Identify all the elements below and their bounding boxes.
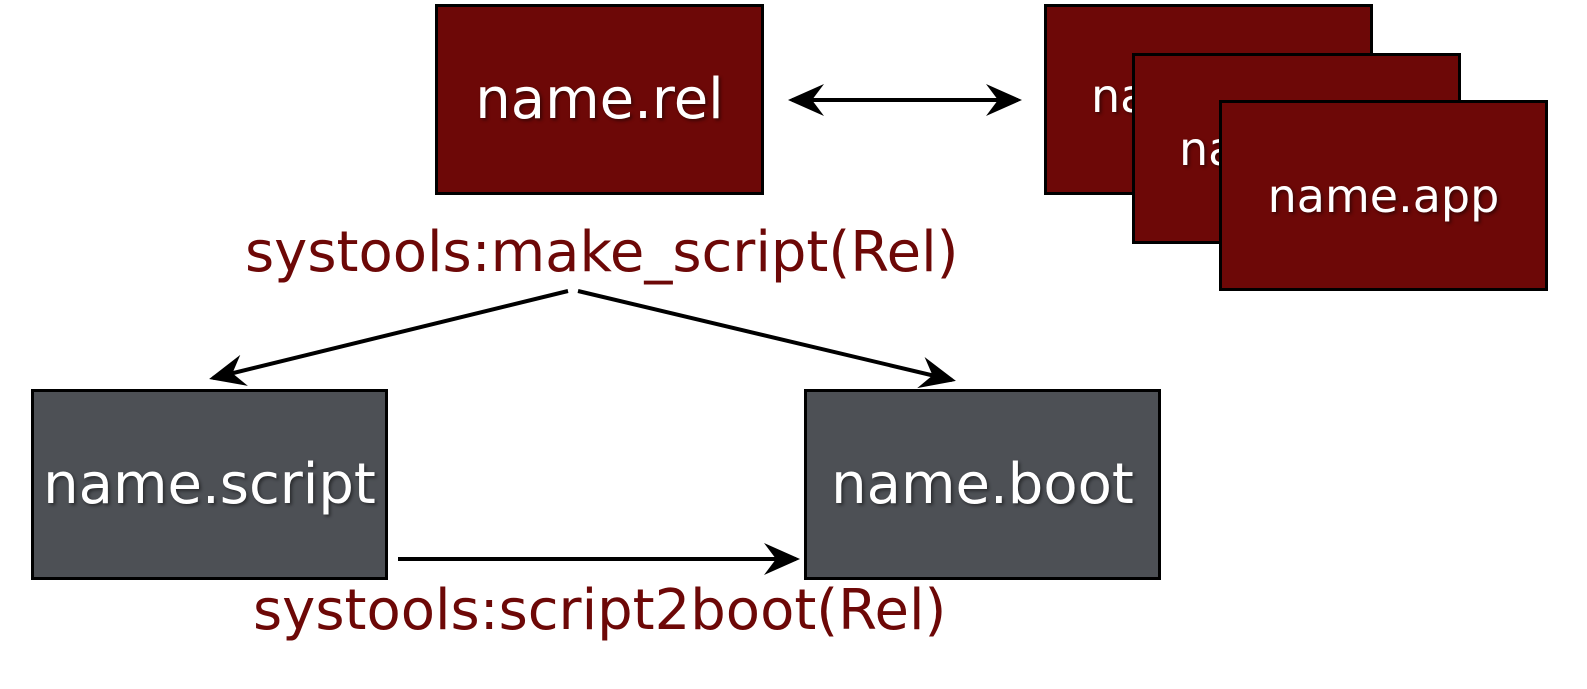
app-file-label-3: name.app xyxy=(1267,168,1500,223)
boot-file-box: name.boot xyxy=(804,389,1161,580)
boot-file-label: name.boot xyxy=(831,452,1134,517)
script-file-label: name.script xyxy=(43,452,376,517)
rel-file-box: name.rel xyxy=(435,4,764,195)
app-file-box-3: name.app xyxy=(1219,100,1548,291)
rel-file-label: name.rel xyxy=(475,67,724,132)
script-file-box: name.script xyxy=(31,389,388,580)
make-script-label: systools:make_script(Rel) xyxy=(245,220,959,285)
make-script-to-script-arrow xyxy=(209,289,569,386)
script2boot-label: systools:script2boot(Rel) xyxy=(253,578,947,643)
make-script-to-boot-arrow xyxy=(577,289,956,389)
